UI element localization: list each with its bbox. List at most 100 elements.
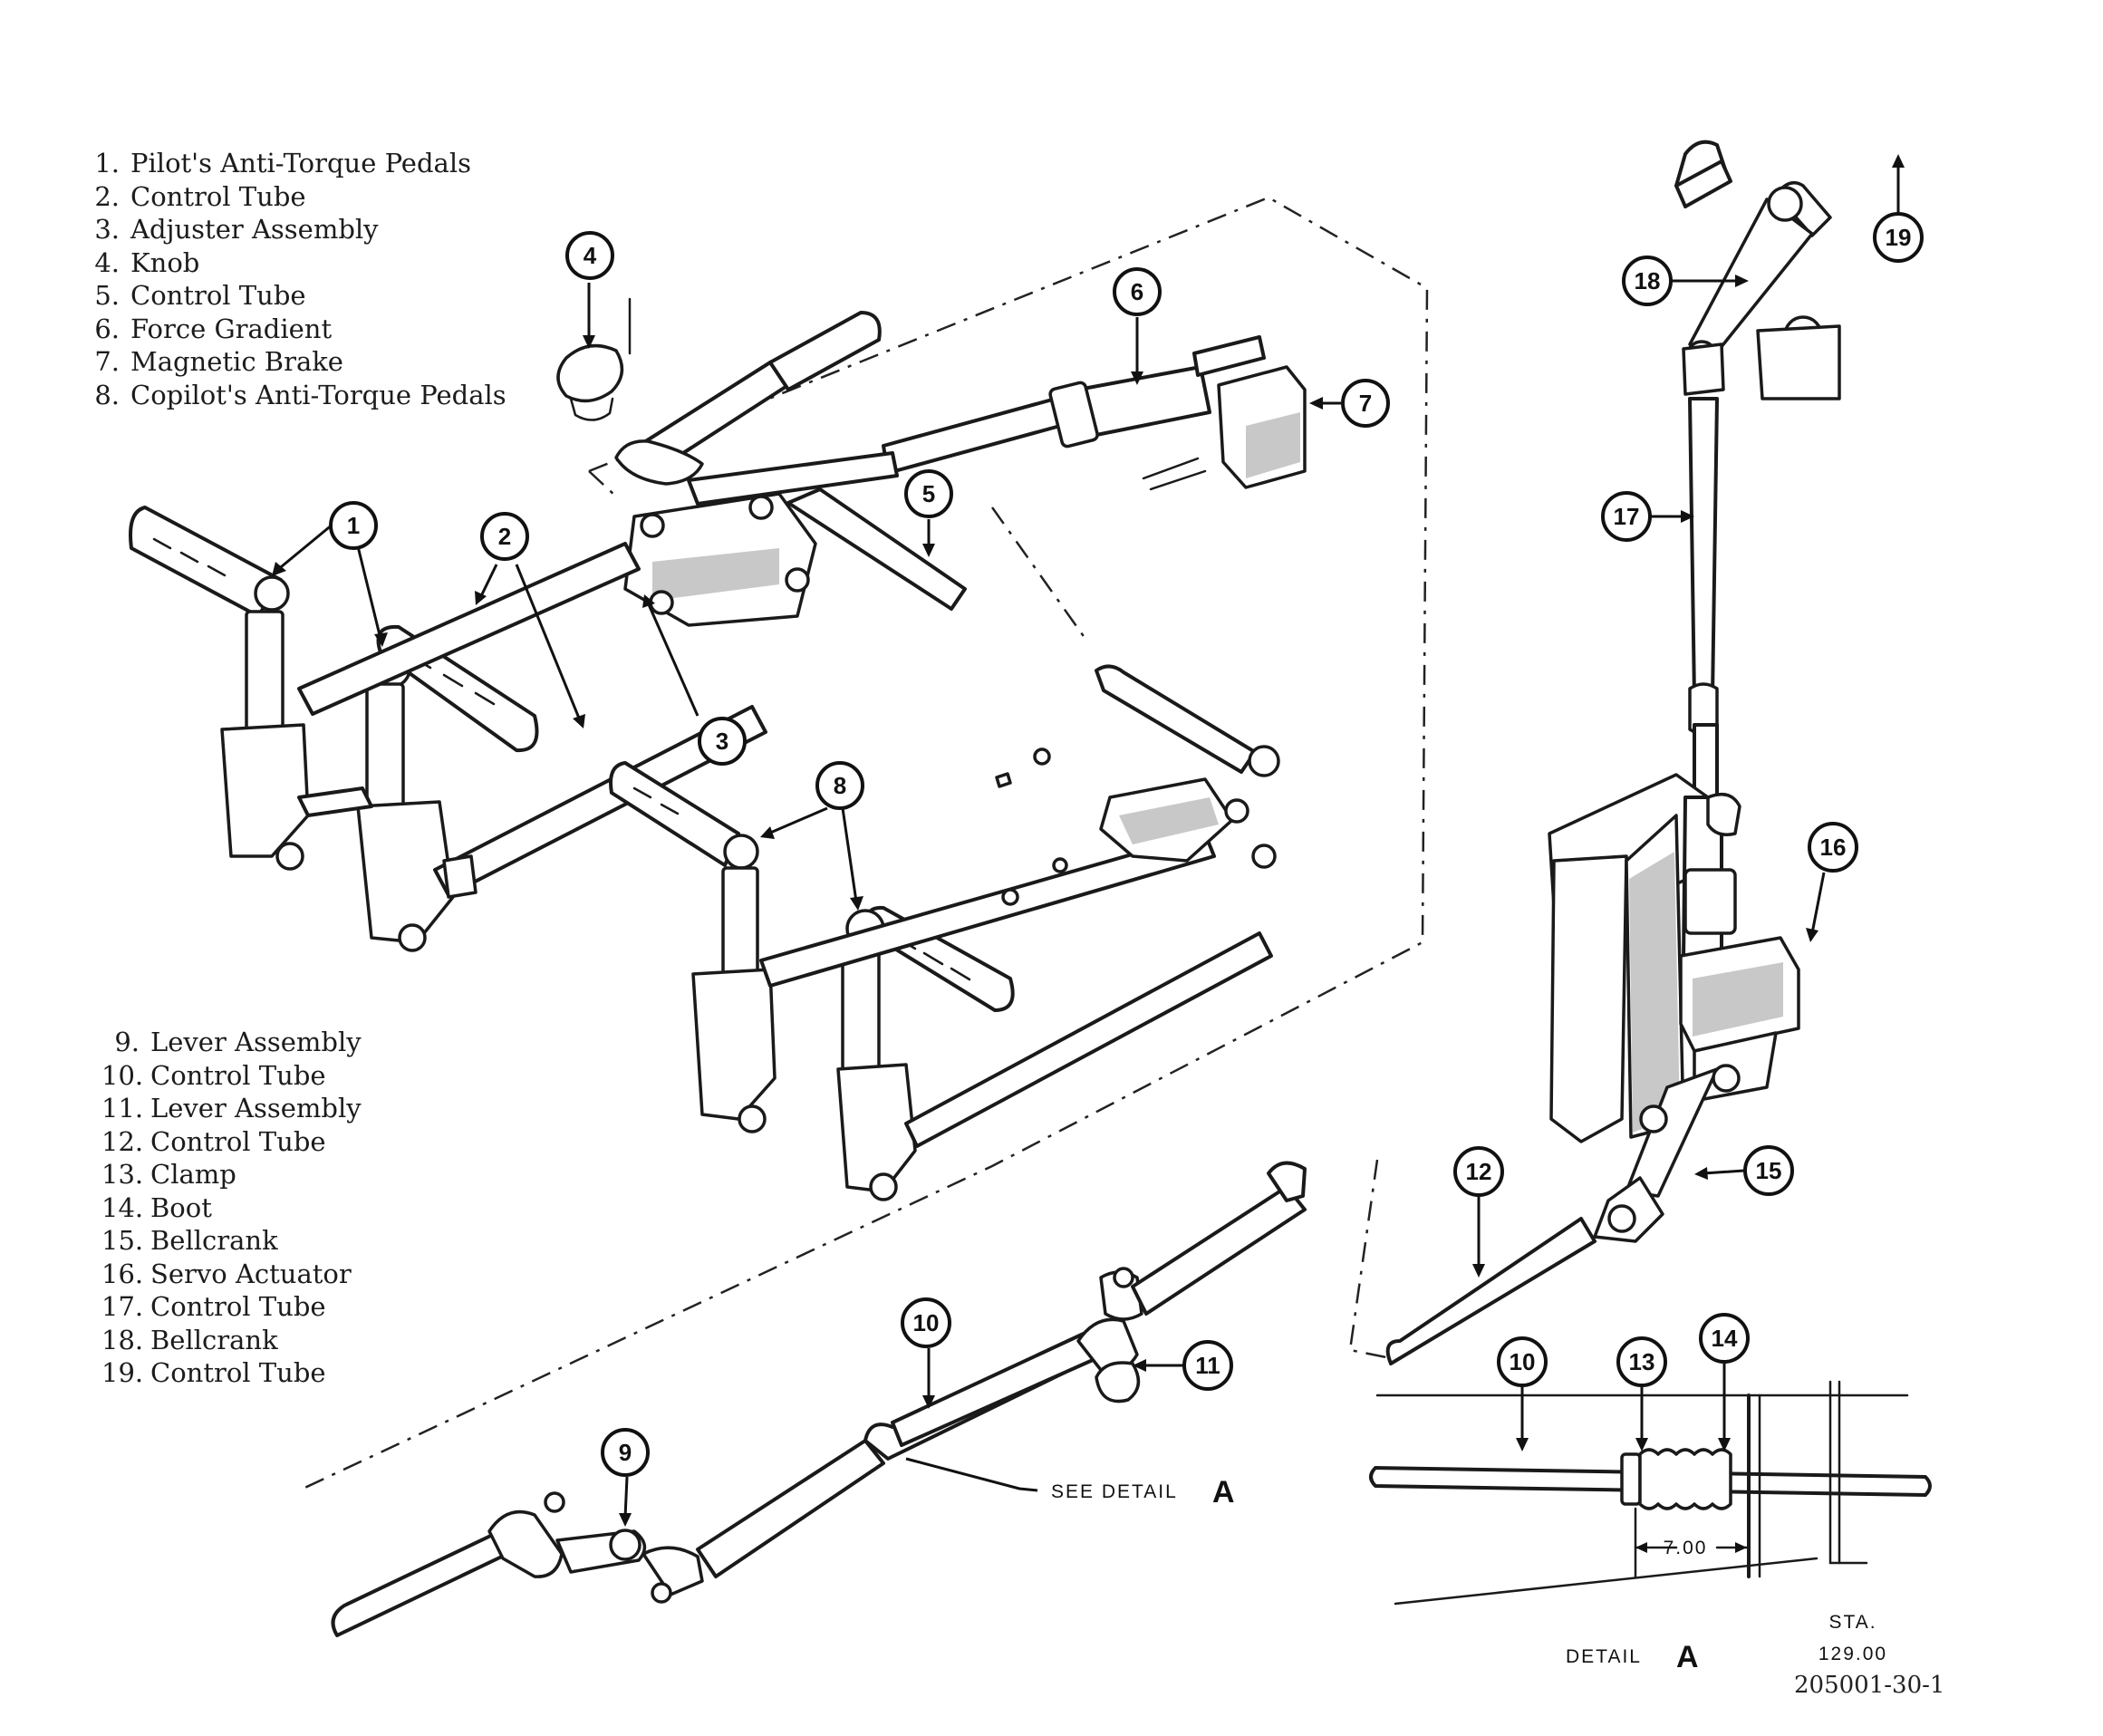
- svg-text:8: 8: [834, 772, 846, 799]
- callout-14: 14: [1699, 1313, 1750, 1364]
- svg-text:4: 4: [584, 242, 597, 269]
- knob-part: [556, 297, 632, 421]
- legend-label: Control Tube: [150, 1059, 326, 1091]
- callout-8: 8: [815, 761, 864, 810]
- callout-17: 17: [1601, 491, 1652, 542]
- legend-number: 15.: [101, 1225, 144, 1256]
- svg-text:6: 6: [1131, 278, 1143, 305]
- legend-label: Clamp: [150, 1159, 236, 1190]
- legend-item: 3. Adjuster Assembly: [87, 213, 506, 246]
- svg-text:15: 15: [1756, 1157, 1782, 1184]
- legend-number: 7.: [94, 346, 120, 377]
- legend-item: 7.Magnetic Brake: [87, 345, 506, 379]
- legend-number: 17.: [101, 1291, 144, 1322]
- adjuster-and-tube-assembly: [623, 487, 1280, 777]
- legend-item: 2. Control Tube: [87, 180, 506, 214]
- svg-text:17: 17: [1614, 503, 1640, 530]
- detail-label: DETAIL: [1566, 1646, 1642, 1667]
- callout-7: 7: [1341, 379, 1390, 428]
- callout-16: 16: [1808, 822, 1858, 873]
- legend-number: 9.: [114, 1027, 140, 1057]
- callout-3: 3: [698, 717, 747, 766]
- callout-6: 6: [1113, 267, 1162, 316]
- svg-text:9: 9: [619, 1439, 632, 1466]
- callout-15: 15: [1743, 1145, 1794, 1196]
- legend-label: Pilot's Anti-Torque Pedals: [130, 148, 471, 178]
- legend-number: 1.: [94, 148, 120, 178]
- legend-label: Boot: [150, 1191, 212, 1223]
- legend-item: 13.Clamp: [101, 1158, 362, 1191]
- legend-label: Control Tube: [150, 1357, 326, 1388]
- legend-label: Lever Assembly: [150, 1093, 362, 1124]
- floor-outline-dashed: [298, 196, 1429, 1492]
- legend-item: 10.Control Tube: [101, 1059, 362, 1093]
- svg-text:14: 14: [1712, 1325, 1738, 1352]
- callout-4: 4: [565, 231, 614, 280]
- legend-label: Copilot's Anti-Torque Pedals: [130, 379, 506, 410]
- see-detail-label: SEE DETAIL: [1051, 1481, 1178, 1502]
- svg-text:11: 11: [1195, 1352, 1220, 1379]
- legend-number: 6.: [94, 313, 120, 344]
- legend-label: Control Tube: [150, 1291, 326, 1322]
- legend-item: 15.Bellcrank: [101, 1224, 362, 1258]
- force-gradient-assembly: [614, 311, 1307, 506]
- legend-label: Control Tube: [130, 180, 306, 212]
- legend-item: 6.Force Gradient: [87, 313, 506, 346]
- legend-number: 18.: [101, 1324, 144, 1355]
- detail-letter: A: [1676, 1640, 1699, 1674]
- legend-item: 19.Control Tube: [101, 1356, 362, 1390]
- callout-12: 12: [1453, 1146, 1504, 1197]
- see-detail-letter: A: [1212, 1475, 1235, 1509]
- copilot-pedal-assembly: [609, 747, 1277, 1201]
- legend-item: 5.Control Tube: [87, 279, 506, 313]
- station-label: STA.: [1828, 1612, 1876, 1633]
- legend-number: 12.: [101, 1125, 144, 1157]
- callout-10-detail: 10: [1497, 1336, 1548, 1387]
- svg-text:3: 3: [716, 728, 728, 755]
- legend-item: 18.Bellcrank: [101, 1324, 362, 1357]
- svg-text:10: 10: [913, 1309, 940, 1336]
- callout-9: 9: [601, 1428, 650, 1477]
- legend-number: 8.: [94, 379, 120, 410]
- legend-top: 1. Pilot's Anti-Torque Pedals 2. Control Tu…: [87, 147, 506, 411]
- legend-number: 16.: [101, 1258, 144, 1289]
- pilot-pedal-assembly: [129, 506, 767, 952]
- svg-text:16: 16: [1820, 834, 1847, 861]
- legend-number: 4.: [94, 246, 120, 278]
- svg-text:1: 1: [347, 512, 360, 539]
- svg-text:7: 7: [1359, 390, 1372, 417]
- legend-label: Adjuster Assembly: [130, 214, 379, 245]
- dimension-label: 7.00: [1664, 1538, 1708, 1558]
- legend-number: 19.: [101, 1357, 144, 1388]
- legend-number: 14.: [101, 1191, 144, 1223]
- callout-5: 5: [904, 469, 953, 518]
- legend-number: 2.: [94, 180, 120, 212]
- legend-label: Control Tube: [130, 280, 306, 311]
- legend-number: 3.: [94, 214, 120, 245]
- svg-text:12: 12: [1466, 1158, 1492, 1185]
- svg-text:2: 2: [498, 523, 511, 550]
- lower-control-tube-run: [331, 1159, 1396, 1637]
- legend-item: 16.Servo Actuator: [101, 1258, 362, 1291]
- legend-item: 11.Lever Assembly: [101, 1092, 362, 1125]
- figure-number: 205001-30-1: [1794, 1672, 1944, 1699]
- callout-19: 19: [1873, 212, 1924, 263]
- station-value: 129.00: [1818, 1644, 1887, 1664]
- legend-label: Knob: [130, 246, 200, 278]
- legend-item: 1. Pilot's Anti-Torque Pedals: [87, 147, 506, 180]
- detail-a-drawing: [1369, 1380, 1932, 1606]
- callout-18: 18: [1622, 256, 1673, 306]
- legend-item: 8. Copilot's Anti-Torque Pedals: [87, 379, 506, 412]
- legend-label: Bellcrank: [150, 1324, 278, 1355]
- callout-leaders: [272, 154, 1905, 1527]
- callout-1: 1: [329, 501, 378, 550]
- legend-number: 13.: [101, 1159, 144, 1190]
- servo-and-bellcrank-assembly: [1385, 140, 1841, 1365]
- callout-13: 13: [1616, 1336, 1667, 1387]
- svg-text:5: 5: [922, 480, 935, 507]
- legend-label: Bellcrank: [150, 1225, 278, 1256]
- callout-11: 11: [1182, 1340, 1233, 1391]
- legend-item: 12.Control Tube: [101, 1125, 362, 1159]
- legend-item: 14.Boot: [101, 1191, 362, 1225]
